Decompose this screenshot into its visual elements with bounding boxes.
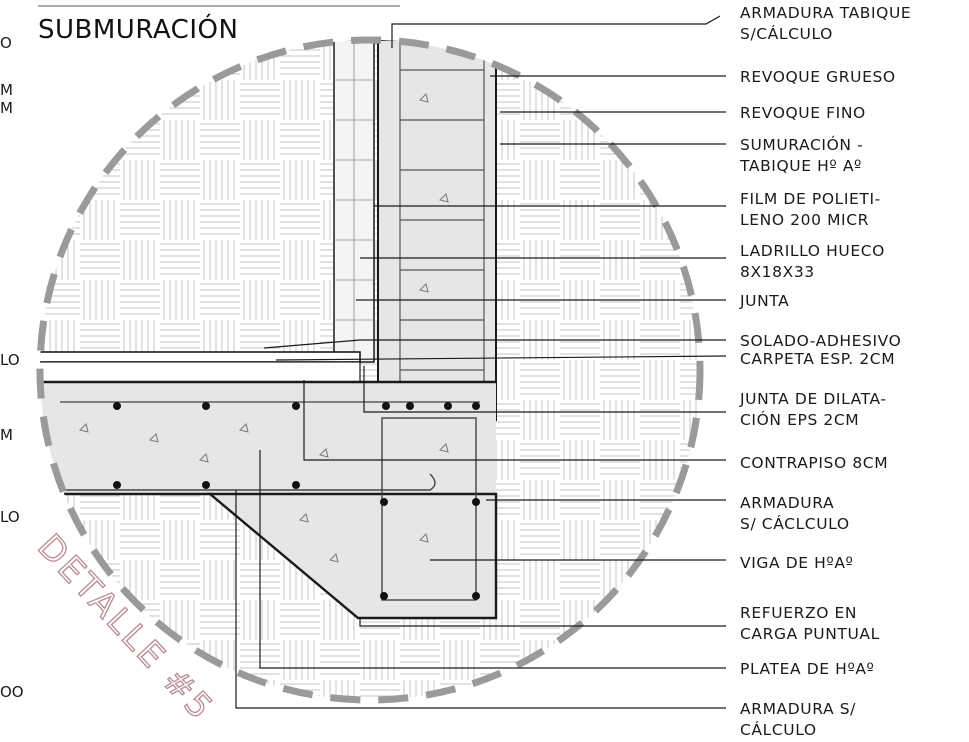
edge-fragment: OO [0,683,24,701]
foundation-beam [206,492,498,620]
callout-label: CARPETA ESP. 2CM [740,350,895,368]
callout-label: LADRILLO HUECO [740,242,885,260]
callout-label: S/CÁLCULO [740,24,833,43]
edge-fragment: M [0,81,13,99]
callout-label: REVOQUE GRUESO [740,68,896,86]
callout-label: S/ CÁCLCULO [740,514,850,533]
callout-label: FILM DE POLIETI- [740,190,881,208]
callout-label: TABIQUE Hº Aº [739,157,862,175]
drawing-title: SUBMURACIÓN [38,13,238,45]
callout-label: REVOQUE FINO [740,104,866,122]
edge-fragment: LO [0,351,20,369]
callout-label: ARMADURA [740,494,834,512]
callout-label: SOLADO-ADHESIVO [740,332,901,350]
callout-label: PLATEA DE HºAº [740,660,874,678]
edge-fragment: O [0,34,12,52]
callout-label: JUNTA [739,292,789,310]
callout-label: REFUERZO EN [740,604,857,622]
callout-label: LENO 200 MICR [740,211,869,229]
concrete-wall [377,40,497,421]
callout-label: SUMURACIÓN - [740,135,863,154]
screed [40,361,361,383]
callout-label: CARGA PUNTUAL [740,625,880,643]
callout-label: ARMADURA S/ [740,700,856,718]
callout-label: VIGA DE HºAº [740,554,853,572]
detail-circle [36,36,704,704]
callout-label: ARMADURA TABIQUE [740,4,911,22]
edge-fragment: M [0,426,13,444]
callout-label: CIÓN EPS 2CM [740,410,859,429]
slab [40,382,496,494]
callout-label: 8X18X33 [740,263,815,281]
callout-labels: ARMADURA TABIQUE S/CÁLCULO REVOQUE GRUESO R… [739,4,911,739]
edge-fragment: M [0,99,13,117]
leader-lines [235,15,727,709]
edge-fragment: LO [0,508,20,526]
callout-label: JUNTA DE DILATA- [739,390,887,408]
callout-label: CÁLCULO [740,720,817,739]
floor-finish [40,351,361,363]
callout-label: CONTRAPISO 8CM [740,454,888,472]
